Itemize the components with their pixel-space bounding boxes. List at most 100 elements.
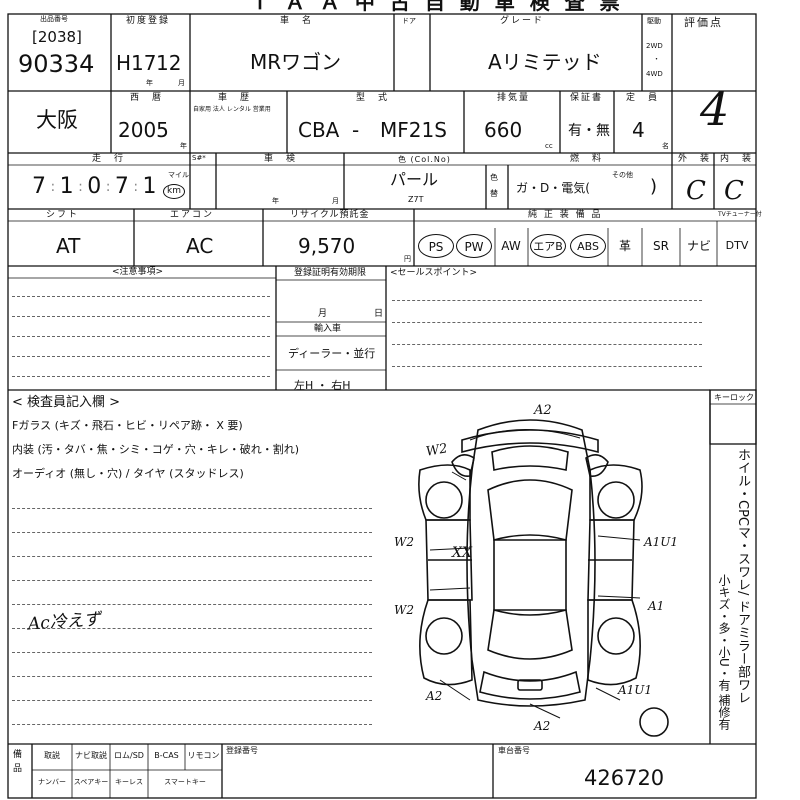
mileage-digit: 7 [32,174,46,199]
warranty-label: 保証書 [570,93,604,103]
ruled-line [12,628,372,629]
chassis-label: 車台番号 [498,746,530,755]
warranty: 有・無 [568,123,610,139]
inspection-month-unit: 月 [332,197,339,205]
fuel-label: 燃 料 [570,154,604,164]
fuel-close: ) [650,176,658,197]
sales-label: <セールスポイント> [390,268,478,278]
drive-2wd: 2WD [646,42,663,50]
model-year-label: 西 暦 [130,93,164,103]
ruled-line [392,322,702,323]
damage-mark-w2-b: W2 [394,535,414,549]
drive-4wd: 4WD [646,70,663,78]
displacement-label: 排気量 [497,93,531,103]
equipment-item: 革 [618,239,631,253]
exterior-label: 外 装 [678,154,712,164]
shift: AT [56,234,81,258]
inspector-line-audio: オーディオ (無し・穴) / タイヤ (スタッドレス) [12,467,244,480]
ruled-line [12,336,270,337]
sharp-label: S#* [192,154,206,162]
accessory-item: ロム/SD [114,751,144,760]
damage-mark-a1u1-a: A1U1 [644,535,679,549]
lot-label: 出品番号 [40,15,68,23]
fuel-other: その他 [612,171,633,179]
reg-number-label: 登録番号 [226,746,258,755]
accessory-item: スペアキー [73,778,109,786]
tv-tuner-label: TVチューナー付 [718,211,762,218]
ruled-line [12,532,372,533]
vertical-note: 小キズ・多・小U・有 [717,574,731,691]
recycle-fee: 9,570 [298,234,356,258]
type-code: MF21S [380,118,447,142]
model-year: 2005 [118,118,169,142]
fuel: ガ・D・電気( [516,181,602,195]
score: 4 [700,82,730,136]
expiry-day: 日 [374,309,384,319]
aircon-label: エアコン [170,210,215,220]
ruled-line [12,724,372,725]
equipment-item: AW [501,239,521,253]
mileage-digit: 1 [142,174,157,199]
ruled-line [12,376,270,377]
recolor-label: 色替 [490,173,498,198]
unit-mile: マイル [168,171,189,179]
inspection-label: 車 検 [264,154,298,164]
ruled-line [392,344,702,345]
cc-unit: cc [545,142,553,150]
capacity: 4 [632,118,645,142]
type-dash: - [352,118,360,142]
yen-unit: 円 [404,255,411,263]
ruled-line [12,676,372,677]
inspection-year-unit: 年 [272,197,279,205]
lot-number: 90334 [18,50,95,78]
grade: Aリミテッド [488,50,602,74]
ruled-line [12,316,270,317]
unit-km: km [163,184,185,199]
keylock-label: キーロック [714,393,754,402]
expiry-month: 月 [318,309,328,319]
equipment-item: DTV [725,239,749,252]
equipment-item: PS [418,234,454,258]
ruled-line [392,300,702,301]
accessory-item: ナンバー [38,778,66,786]
ruled-line [12,652,372,653]
equipment-item: ABS [570,234,606,258]
inspector-line-glass: Fガラス (キズ・飛石・ヒビ・リペア跡・ X 要) [12,419,243,432]
aircon: AC [186,234,214,258]
accessories-label: 備品 [13,750,23,774]
capacity-unit: 名 [662,142,669,150]
vertical-note: 補修有 [717,694,731,730]
handle-value: 左H ・ 右H [294,379,351,392]
damage-mark-a1u1-b: A1U1 [618,683,653,697]
accessory-item: ナビ取説 [75,751,107,760]
damage-mark-w2-c: W2 [394,603,414,617]
equipment-item: SR [653,239,669,253]
first-reg-year-unit: 年 [146,79,153,87]
ruled-line [12,296,270,297]
chassis-number: 426720 [584,766,665,790]
usage-options: 自家用 法人 レンタル 営業用 [193,106,271,113]
sub-code: [2038] [32,28,82,46]
damage-mark-w2-a: W2 [424,441,449,460]
expiry-label: 登録証明有効期限 [294,268,367,278]
vertical-note: ホイル・CPCマ・スワレ/ [735,448,750,596]
equipment-label: 純 正 装 備 品 [528,210,603,220]
ruled-line [12,604,372,605]
caution-label: <注意事項> [112,267,164,277]
ruled-line [12,556,372,557]
door-label: ドア [402,17,416,25]
area: 大阪 [36,108,78,132]
equipment-item: PW [456,234,492,258]
form-title: Ｔ Ａ Ａ 中 古 自 動 車 検 査 票 [250,0,624,14]
mileage-digit: 0 [87,174,102,199]
inspector-line-interior: 内装 (汚・タバ・焦・シミ・コゲ・穴・キレ・破れ・割れ) [12,443,300,456]
import-value: ディーラー・並行 [288,347,376,360]
model-year-unit: 年 [180,142,187,150]
type-label: 型 式 [356,93,390,103]
accessory-item: スマートキー [164,778,206,786]
mileage-label: 走 行 [92,154,126,164]
color-code: Z7T [408,195,424,204]
mileage-value: 7 : 1 : 0 : 7 : 1 [32,174,157,199]
